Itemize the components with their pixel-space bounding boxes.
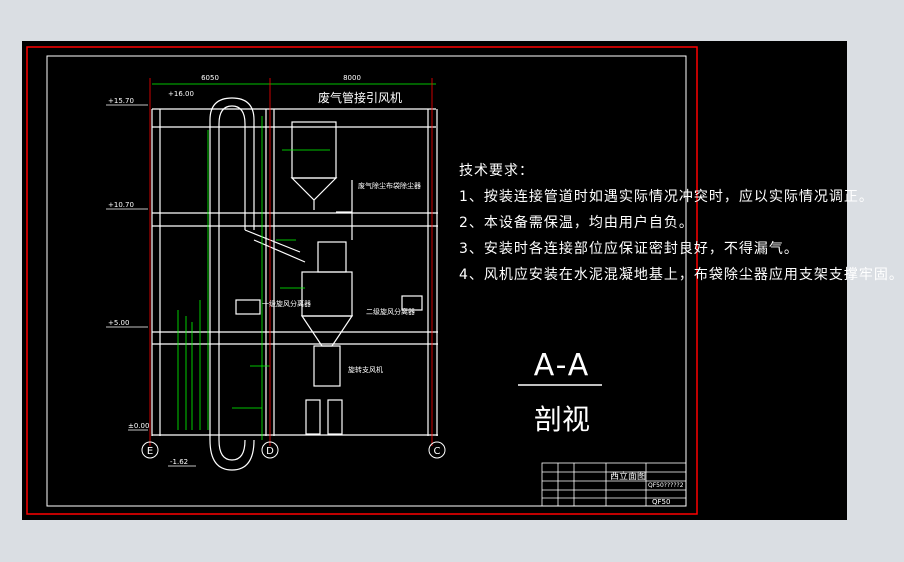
centerlines <box>149 78 433 446</box>
title-block-code: QF50 <box>652 498 670 506</box>
title-block-drawing-no: QF50?????2 <box>648 482 684 489</box>
technical-requirements: 技术要求： 1、按装连接管道时如遇实际情况冲突时，应以实际情况调正。 2、本设备… <box>459 158 904 288</box>
dim-6050: 6050 <box>201 74 219 82</box>
elevation-1570: +15.70 <box>108 97 134 105</box>
label-fan: 旋转支风机 <box>348 365 383 374</box>
label-fan-duct: 废气管接引风机 <box>318 90 402 105</box>
elevation-500: +5.00 <box>108 319 129 327</box>
requirement-item: 3、安装时各连接部位应保证密封良好，不得漏气。 <box>459 241 799 257</box>
elevation-162: -1.62 <box>170 458 188 466</box>
technical-requirements-heading: 技术要求： <box>459 163 534 179</box>
elevation-marks <box>106 104 196 467</box>
section-name: 剖视 <box>533 403 590 436</box>
title-block-title: 西立面图 <box>610 470 646 482</box>
label-cyclone: 一级旋风分离器 <box>262 299 311 308</box>
dust-collector <box>235 121 423 435</box>
label-cyclone2: 二级旋风分离器 <box>366 307 415 316</box>
requirement-item: 4、风机应安装在水泥混凝地基上，布袋除尘器应用支架支撑牢固。 <box>459 267 904 283</box>
dim-8000: 8000 <box>343 74 361 82</box>
title-block <box>541 462 687 507</box>
section-label: A-A <box>533 348 591 383</box>
sheet-border-inner <box>46 55 687 507</box>
duct-pipe <box>209 97 306 471</box>
elevation-1070: +10.70 <box>108 201 134 209</box>
grid-axes <box>141 441 446 459</box>
elevation-000: ±0.00 <box>128 422 149 430</box>
label-dust-collector: 废气除尘布袋除尘器 <box>358 181 421 190</box>
axis-e-label: E <box>147 446 153 457</box>
cad-drawing: E D C +15.70 +10.70 +5.00 ±0.00 -1.62 +1… <box>26 46 698 515</box>
dimension-lines <box>152 83 436 440</box>
requirement-item: 2、本设备需保温，均由用户自负。 <box>459 215 694 231</box>
sheet-border-outer <box>26 46 698 515</box>
axis-c-label: C <box>434 446 441 457</box>
level-1600: +16.00 <box>168 90 194 98</box>
axis-d-label: D <box>266 446 274 457</box>
building-frame <box>151 108 438 436</box>
requirement-item: 1、按装连接管道时如遇实际情况冲突时，应以实际情况调正。 <box>459 189 874 205</box>
